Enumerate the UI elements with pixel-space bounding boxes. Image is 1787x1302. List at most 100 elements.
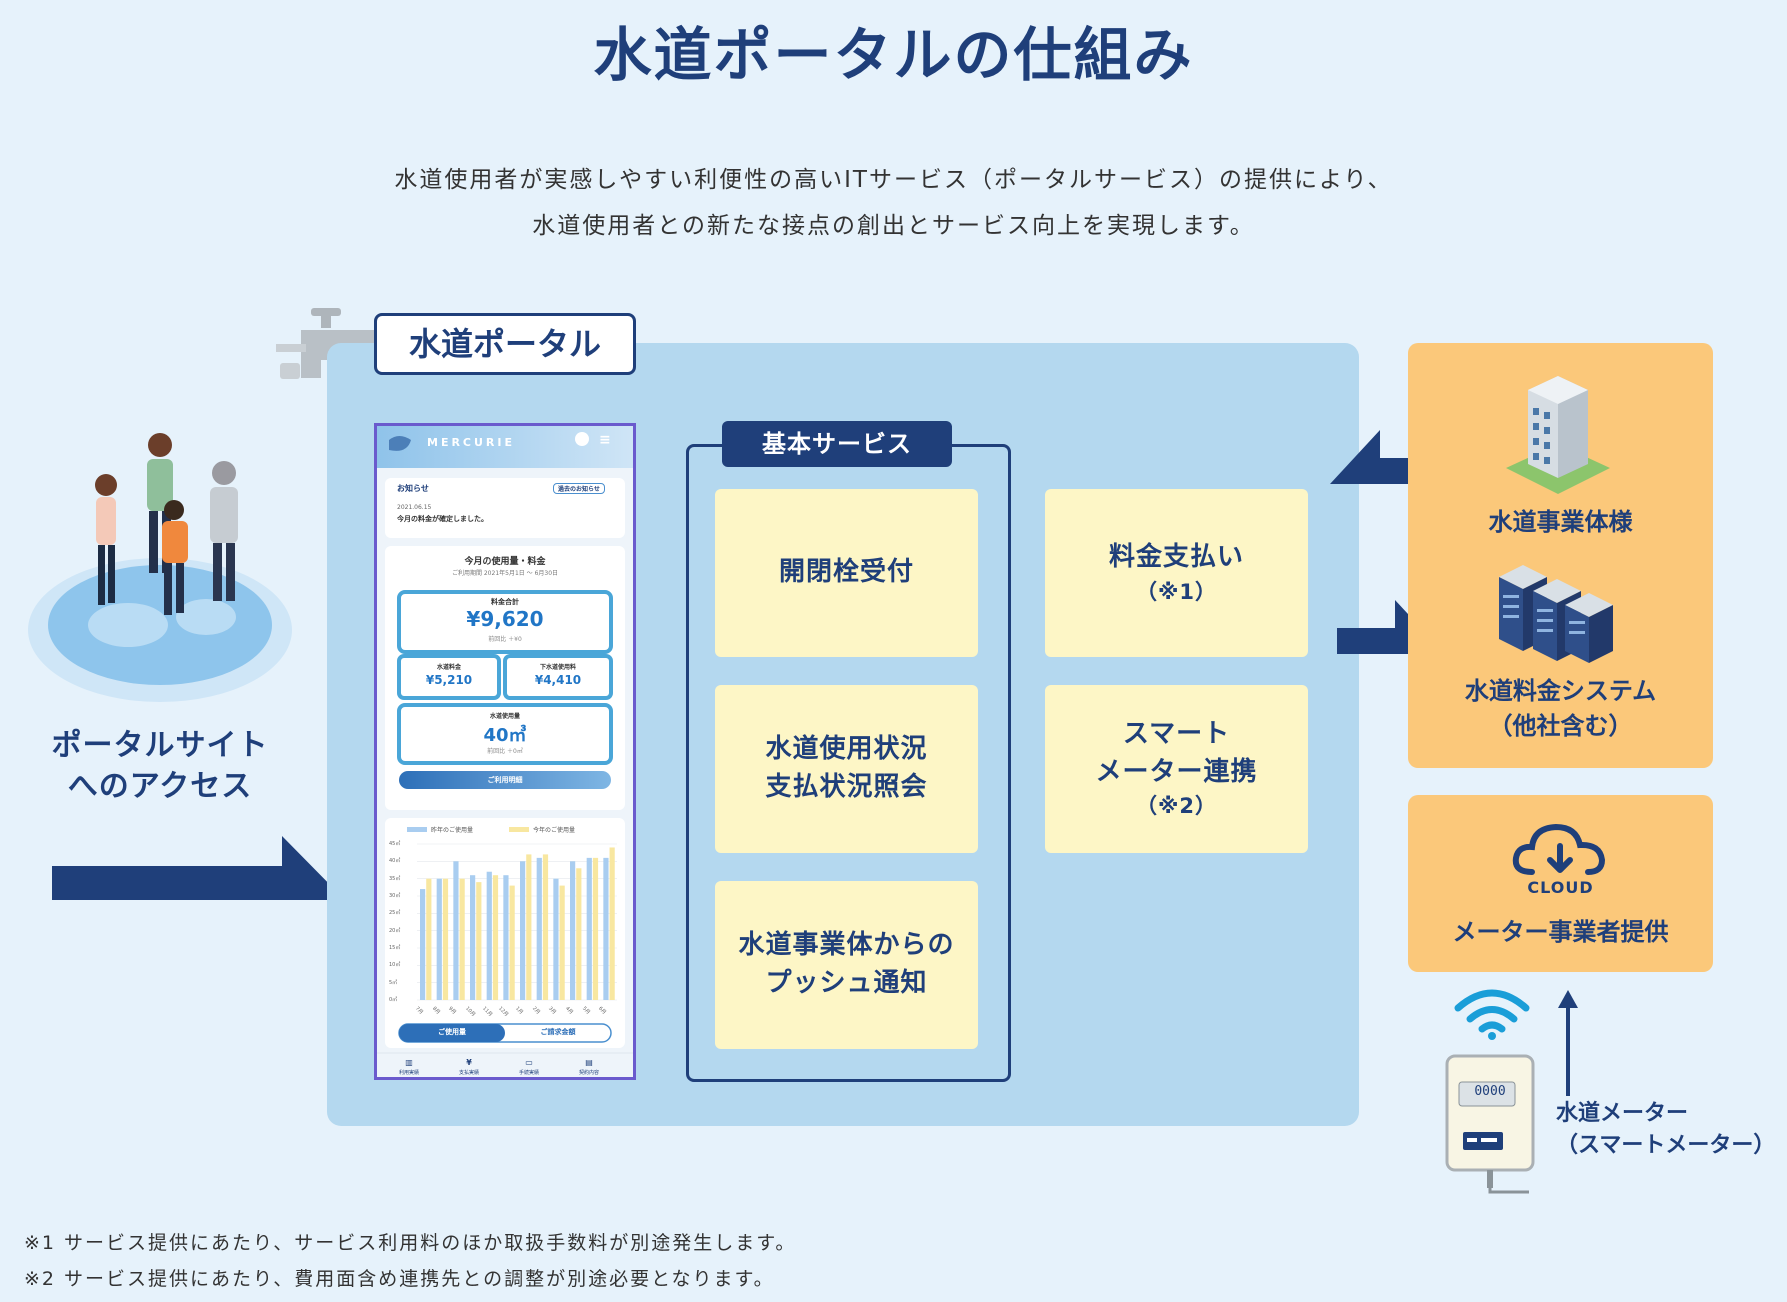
volume-label: 水道使用量: [489, 713, 520, 720]
app-name: MERCURIE: [427, 436, 516, 449]
smart-meter-line2: （スマートメーター）: [1556, 1132, 1776, 1158]
service-usage-line2: 支払状況照会: [765, 772, 928, 802]
usage-bar-prev: [553, 878, 559, 1000]
usage-bar-prev: [603, 857, 609, 1000]
nav-item-contract[interactable]: 契約内容: [578, 1070, 599, 1076]
total-value: ¥9,620: [466, 607, 544, 631]
notice-date: 2021.06.15: [397, 504, 432, 511]
service-smart-line2: メーター連携: [1095, 756, 1258, 787]
smart-meter-label: 水道メーター （スマートメーター）: [1556, 1098, 1775, 1162]
service-smart-line1: スマート: [1122, 719, 1231, 750]
page-title: 水道ポータルの仕組み: [593, 21, 1194, 89]
service-push-notice: 水道事業体からの プッシュ通知: [715, 881, 978, 1049]
utility-label: 水道事業体様: [1488, 508, 1633, 536]
usage-bar-curr: [526, 854, 532, 1000]
service-open-close: 開閉栓受付: [715, 489, 978, 657]
service-payment-note: （※1）: [1135, 579, 1218, 604]
account-icon[interactable]: [575, 432, 589, 446]
service-open-close-label: 開閉栓受付: [778, 557, 914, 588]
smart-meter-line1: 水道メーター: [1556, 1101, 1689, 1126]
y-tick-label: 30㎥: [389, 893, 401, 899]
cloud-icon: [1512, 823, 1606, 875]
usage-bar-curr: [442, 878, 449, 1000]
meter-vendor-label: メーター事業者提供: [1452, 918, 1669, 946]
usage-bar-curr: [459, 878, 465, 1000]
access-arrow-icon: [52, 836, 345, 900]
usage-bar-curr: [492, 875, 499, 1000]
usage-bar-prev: [453, 861, 459, 1000]
lead-text-line2: 水道使用者との新たな接点の創出とサービス向上を実現します。: [532, 213, 1255, 239]
tab-billing[interactable]: ご請求金額: [540, 1028, 576, 1036]
legend-curr: 今年のご使用量: [533, 827, 576, 834]
usage-bar-curr: [609, 847, 615, 1000]
service-push-line1: 水道事業体からの: [738, 930, 955, 961]
nav-item-payment[interactable]: 支払実績: [458, 1070, 479, 1076]
usage-bar-prev: [420, 889, 426, 1000]
service-payment: 料金支払い （※1）: [1045, 489, 1308, 657]
notice-title: お知らせ: [397, 484, 429, 493]
usage-bar-curr: [559, 885, 565, 1000]
billing-system-line1: 水道料金システム: [1464, 677, 1657, 705]
detail-button[interactable]: ご利用明細: [487, 776, 523, 784]
portal-access-label: ポータルサイト へのアクセス: [40, 726, 280, 807]
y-tick-label: 10㎥: [389, 962, 401, 969]
menu-icon[interactable]: ≡: [599, 432, 611, 448]
usage-bar-chart: [417, 843, 617, 1001]
meter-display: 0000: [1474, 1084, 1506, 1099]
service-push-line2: プッシュ通知: [765, 968, 928, 998]
y-tick-label: 5㎥: [389, 979, 398, 986]
usage-bar-curr: [476, 882, 482, 1000]
usage-bar-prev: [586, 857, 592, 1000]
upload-arrow-icon: [1558, 990, 1578, 1096]
cloud-text: CLOUD: [1527, 878, 1594, 897]
server-rack-icon: [1499, 565, 1613, 663]
usage-bar-prev: [436, 878, 442, 1000]
notice-button[interactable]: 過去のお知らせ: [553, 483, 605, 494]
y-tick-label: 25㎥: [389, 910, 401, 917]
nav-item-procedure[interactable]: 手続実績: [518, 1070, 539, 1076]
service-smart-note: （※2）: [1135, 794, 1218, 819]
usage-bar-curr: [426, 878, 432, 1000]
usage-bar-prev: [520, 861, 526, 1000]
usage-bar-prev: [536, 857, 542, 1000]
usage-bar-prev: [503, 875, 509, 1000]
usage-period: ご利用期間 2021年5月1日 ～ 6月30日: [451, 570, 559, 577]
portal-label: 水道ポータル: [374, 313, 636, 375]
sewer-fee-label: 下水道使用料: [539, 664, 576, 671]
y-tick-label: 0㎥: [389, 997, 398, 1003]
phone-screen: [377, 426, 633, 1077]
water-fee-label: 水道料金: [436, 664, 461, 671]
usage-bar-prev: [486, 871, 492, 1000]
footnote-1: ※1 サービス提供にあたり、サービス利用料のほか取扱手数料が別途発生します。: [24, 1232, 797, 1254]
billing-system-label: 水道料金システム （他社含む）: [1408, 674, 1713, 744]
nav-payment-icon: ¥: [466, 1058, 472, 1067]
usage-bar-curr: [542, 854, 549, 1000]
users-illustration: [28, 433, 292, 702]
sewer-fee-value: ¥4,410: [534, 673, 582, 687]
water-fee-value: ¥5,210: [425, 673, 473, 687]
service-payment-label: 料金支払い: [1108, 541, 1244, 572]
nav-item-usage[interactable]: 利用実績: [398, 1070, 419, 1076]
notice-text[interactable]: 今月の料金が確定しました。: [397, 515, 488, 523]
nav-contract-icon: ▤: [585, 1058, 593, 1067]
building-icon: [1506, 376, 1610, 494]
smart-meter-icon: [1445, 1054, 1535, 1194]
y-tick-label: 20㎥: [389, 927, 401, 934]
service-smart-meter: スマート メーター連携 （※2）: [1045, 685, 1308, 853]
y-tick-label: 45㎥: [389, 841, 401, 847]
legend-prev: 昨年のご使用量: [431, 827, 474, 834]
billing-system-line2: （他社含む）: [1488, 711, 1633, 740]
volume-value: 40㎥: [483, 725, 527, 746]
y-tick-label: 35㎥: [389, 875, 401, 882]
access-line2: へのアクセス: [67, 768, 253, 804]
footnote-2: ※2 サービス提供にあたり、費用面含め連携先との調整が別途必要となります。: [24, 1268, 775, 1290]
total-sub: 前回比 ＋¥0: [488, 636, 522, 643]
access-line1: ポータルサイト: [51, 728, 269, 763]
tab-usage[interactable]: ご使用量: [438, 1028, 466, 1036]
service-usage-inquiry: 水道使用状況 支払状況照会: [715, 685, 978, 853]
wifi-icon: [1454, 989, 1530, 1040]
usage-bar-curr: [576, 868, 582, 1000]
usage-bar-prev: [570, 861, 576, 1000]
y-tick-label: 15㎥: [389, 945, 401, 951]
total-label: 料金合計: [491, 598, 519, 606]
